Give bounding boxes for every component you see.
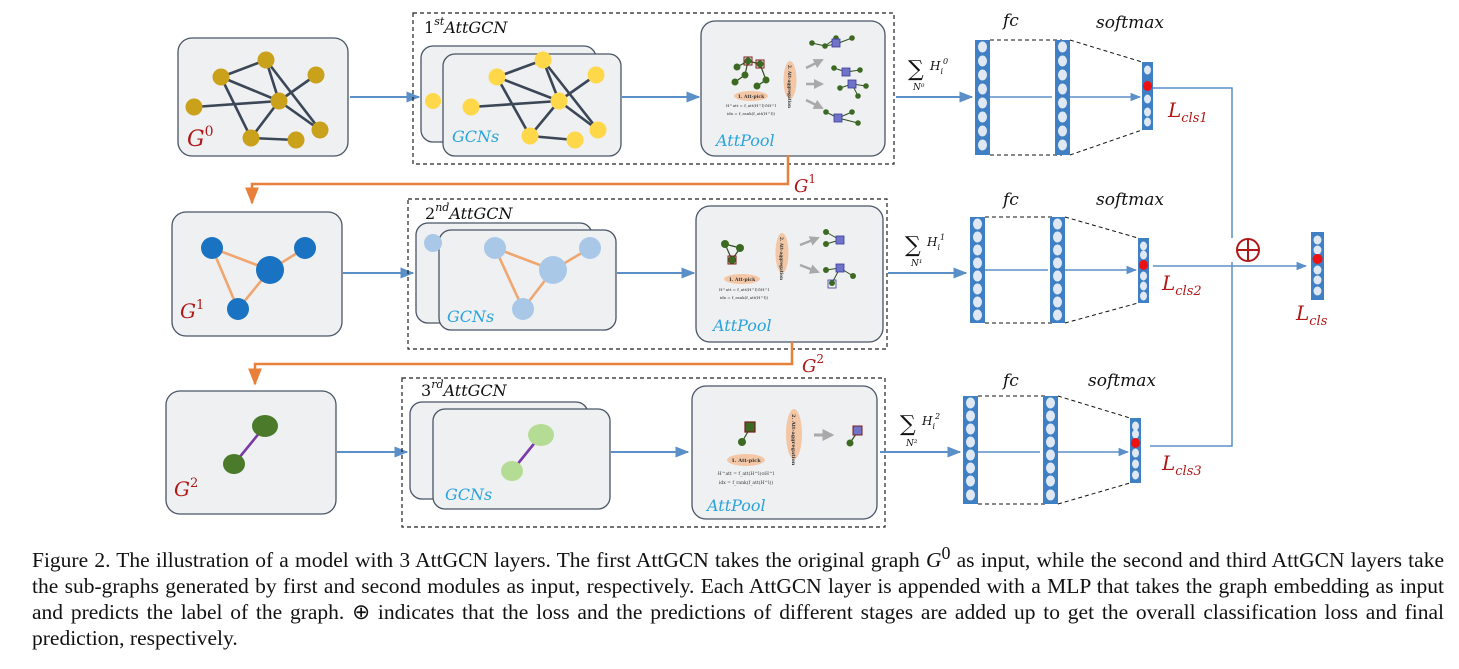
caption-figure-label: Figure 2. — [32, 548, 111, 573]
row-3: G2 3rdAttGCN GCNs 1. Att-pick H^att = f_… — [165, 262, 1233, 528]
g1-gcn-graph — [484, 237, 601, 320]
svg-text:idx = f_rank(f_att(H^l)): idx = f_rank(f_att(H^l)) — [719, 479, 773, 486]
attpool-illustration: 1. Att-pick H^att = f_att(H^l)⊙H^l idx =… — [726, 35, 869, 126]
svg-text:2. Att-aggregation: 2. Att-aggregation — [787, 65, 792, 108]
sum-symbol: ∑ — [900, 412, 916, 437]
g0-gcn-graph — [462, 51, 607, 149]
attpool-label: AttPool — [711, 316, 772, 335]
svg-text:2. Att-aggregation: 2. Att-aggregation — [790, 414, 796, 466]
attpool-illustration: 1. Att-pick H^att = f_att(H^l)⊙H^l idx =… — [719, 229, 856, 300]
gcns-label: GCNs — [445, 485, 492, 504]
fc-layer-2 — [1043, 396, 1058, 504]
fc-label: fc — [1001, 190, 1019, 210]
softmax-label: softmax — [1096, 13, 1164, 33]
input-graph-panel — [177, 37, 349, 157]
input-graph-label: G2 — [174, 476, 198, 501]
g0-graph — [185, 51, 329, 149]
input-graph-label: G1 — [180, 298, 204, 323]
g2-gcn-graph — [501, 424, 554, 481]
svg-text:1. Att-pick: 1. Att-pick — [738, 94, 765, 100]
input-graph-panel — [165, 390, 337, 515]
caption-oplus: ⊕ — [352, 600, 371, 625]
final-loss-label: Lcls — [1295, 301, 1328, 329]
gcn-back-node — [425, 93, 441, 109]
svg-text:H^att = f_att(H^l)⊙H^l: H^att = f_att(H^l)⊙H^l — [718, 470, 775, 477]
fc-label: fc — [1001, 11, 1019, 31]
g1-graph — [201, 237, 316, 320]
final-prediction-layer — [1311, 232, 1324, 300]
attpool-illustration: 1. Att-pick H^att = f_att(H^l)⊙H^l idx =… — [718, 409, 863, 486]
fc-layer-2 — [1050, 217, 1065, 323]
sum-term: Hi2 — [921, 412, 940, 431]
attpool-panel — [691, 385, 878, 520]
svg-text:1. Att-pick: 1. Att-pick — [731, 458, 761, 464]
gcns-label: GCNs — [452, 127, 499, 146]
sum-subscript: N⁰ — [912, 83, 925, 93]
loss-connector — [1150, 262, 1233, 447]
softmax-layer — [1142, 62, 1153, 130]
attgcn-diagram: G0 1stAttGCN GCNs — [165, 11, 1328, 528]
attgcn-box — [407, 198, 888, 350]
subgraph-arrow — [245, 155, 790, 205]
caption-graph-symbol: G — [925, 548, 942, 573]
svg-text:H^att = f_att(H^l)⊙H^l: H^att = f_att(H^l)⊙H^l — [719, 287, 770, 292]
svg-text:2. Att-aggregation: 2. Att-aggregation — [779, 237, 784, 280]
attgcn-box — [401, 377, 886, 528]
softmax-label: softmax — [1088, 371, 1156, 391]
fc-layer-1 — [963, 396, 978, 504]
sum-term: Hi0 — [929, 57, 948, 76]
attgcn-title: 2ndAttGCN — [425, 201, 513, 223]
loss-label: Lcls3 — [1161, 451, 1202, 479]
attpool-label: AttPool — [705, 496, 766, 515]
sum-term: Hi1 — [926, 233, 945, 252]
output-graph-label: G2 — [802, 352, 824, 377]
gcn-panel-front — [438, 229, 617, 331]
row-2: G1 2ndAttGCN GCNs 1. Att-pick H^att = f_… — [171, 190, 1202, 386]
output-graph-label: G1 — [794, 172, 816, 197]
svg-text:idx = f_rank(f_att(H^l)): idx = f_rank(f_att(H^l)) — [727, 111, 776, 116]
caption-text-1: The illustration of a model with 3 AttGC… — [110, 548, 926, 573]
fc-label: fc — [1001, 371, 1019, 391]
softmax-label: softmax — [1096, 190, 1164, 210]
combine: Lcls — [1153, 232, 1328, 329]
loss-label: Lcls2 — [1161, 271, 1202, 299]
caption-text-3: indicates that the loss and the predicti… — [32, 600, 1445, 651]
gcns-label: GCNs — [447, 307, 494, 326]
gcn-panel-front — [442, 53, 622, 157]
softmax-layer — [1138, 238, 1149, 303]
attpool-label: AttPool — [714, 131, 775, 150]
g2-graph — [223, 415, 278, 474]
input-graph-label: G0 — [187, 124, 214, 152]
gcn-back-node — [424, 234, 442, 252]
caption-graph-sup: 0 — [941, 543, 951, 563]
fc-layer-2 — [1055, 40, 1070, 155]
sum-subscript: N² — [905, 439, 918, 449]
attgcn-box — [412, 12, 895, 165]
figure-caption: Figure 2. The illustration of a model wi… — [32, 540, 1444, 651]
softmax-layer — [1130, 418, 1141, 483]
loss-connector — [1153, 87, 1233, 238]
caption-text-2: as input, while the second and third Att… — [32, 548, 1444, 625]
svg-text:1. Att-pick: 1. Att-pick — [729, 277, 756, 283]
fc-layer-1 — [970, 217, 985, 323]
svg-text:H^att = f_att(H^l)⊙H^l: H^att = f_att(H^l)⊙H^l — [726, 103, 777, 108]
row-1: G0 1stAttGCN GCNs — [177, 11, 1233, 238]
sum-symbol: ∑ — [908, 57, 924, 82]
sum-subscript: N¹ — [910, 259, 922, 269]
subgraph-arrow — [248, 342, 794, 386]
fc-layer-1 — [975, 40, 990, 155]
svg-text:idx = f_rank(f_att(H^l)): idx = f_rank(f_att(H^l)) — [720, 295, 769, 300]
sum-symbol: ∑ — [905, 233, 921, 258]
loss-label: Lcls1 — [1167, 98, 1208, 126]
attgcn-title: 3rdAttGCN — [421, 378, 508, 400]
attgcn-title: 1stAttGCN — [424, 15, 508, 37]
